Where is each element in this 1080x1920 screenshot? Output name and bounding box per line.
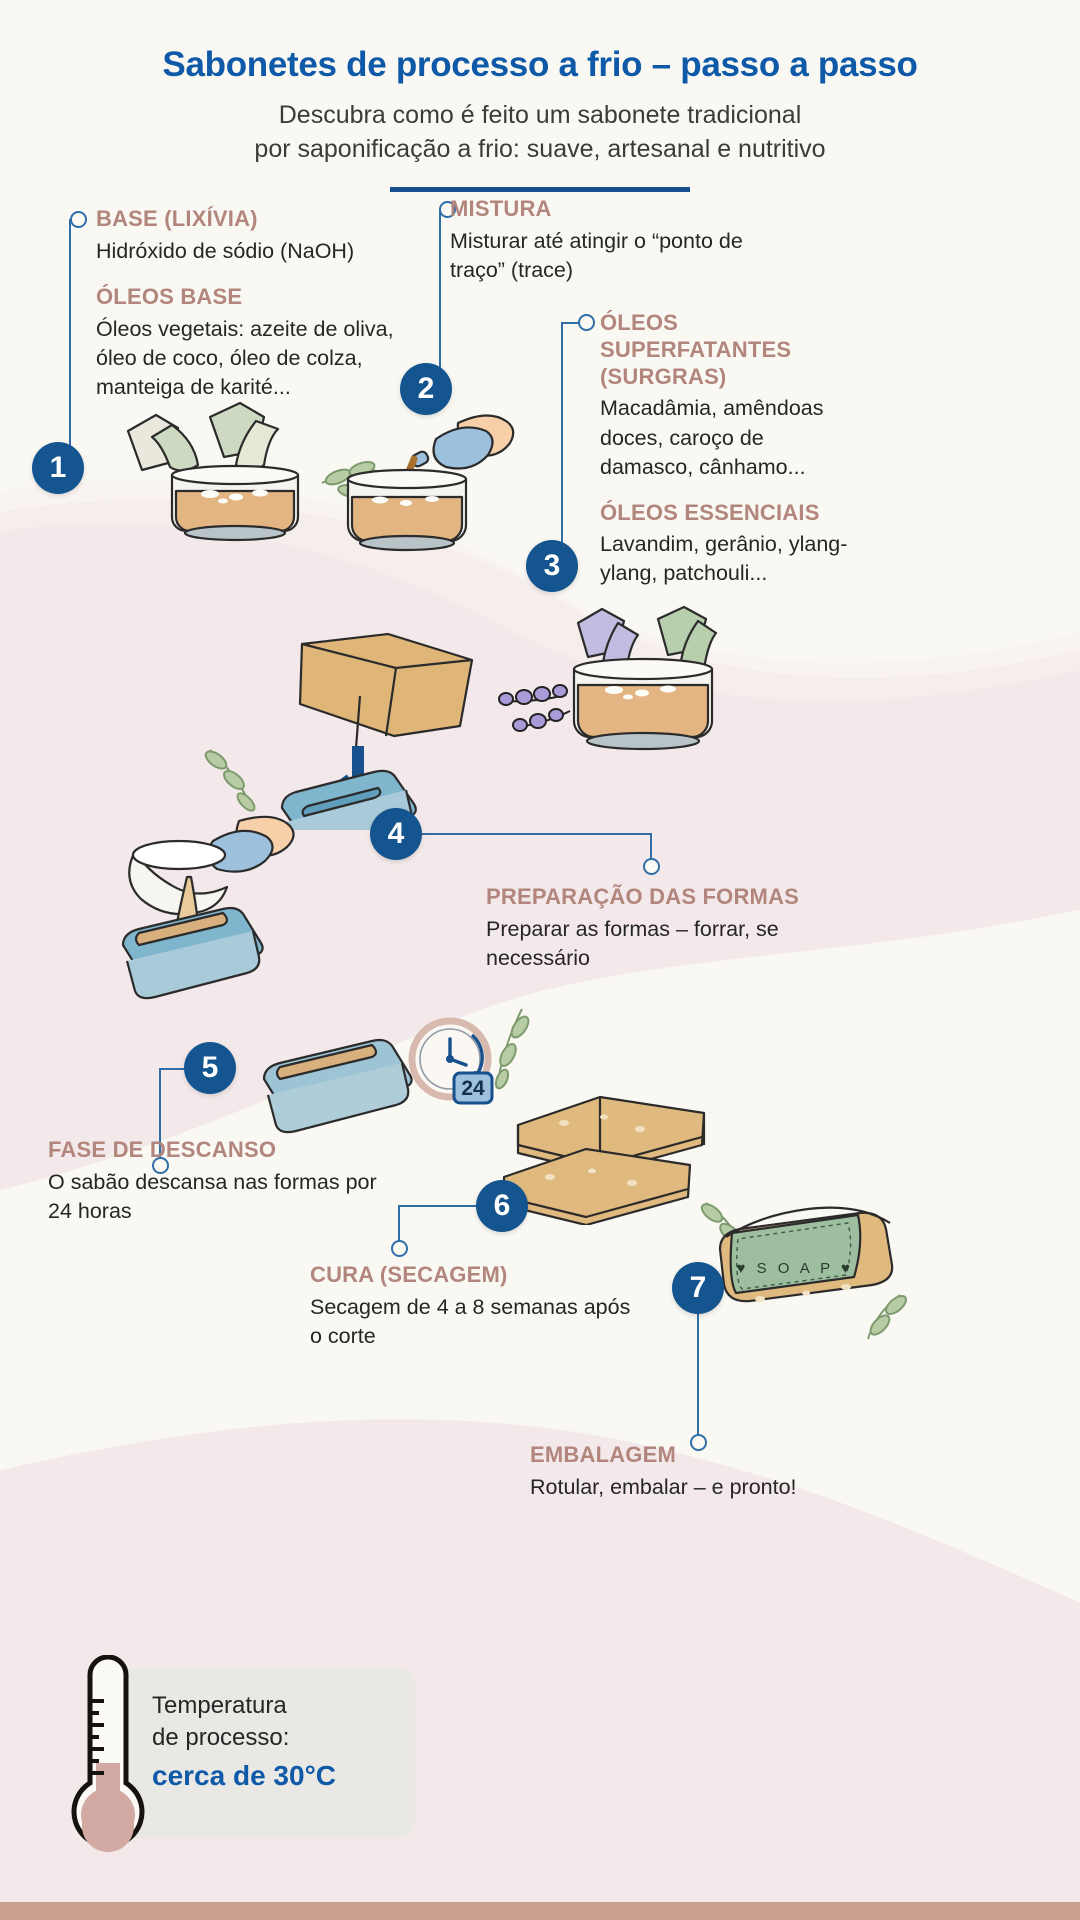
soap-label-text: ♥ S O A P ♥ — [737, 1260, 854, 1277]
connector-endpoint-5 — [152, 1157, 169, 1174]
page-title: Sabonetes de processo a frio – passo a p… — [162, 45, 918, 84]
step-badge-7[interactable]: 7 — [672, 1262, 724, 1314]
step-3-group-2-kicker: ÓLEOS ESSENCIAIS — [600, 499, 820, 525]
step-badge-3[interactable]: 3 — [526, 540, 578, 592]
step-1-text: BASE (LIXÍVIA) Hidróxido de sódio (NaOH)… — [96, 206, 426, 402]
step-1-group-2-body: Óleos vegetais: azeite de oliva, óleo de… — [96, 316, 394, 399]
clock-badge-24: 24 — [461, 1077, 485, 1100]
subtitle-line-2: por saponificação a frio: suave, artesan… — [254, 135, 826, 163]
step-4-kicker: PREPARAÇÃO DAS FORMAS — [486, 884, 800, 909]
illustration-step6-curing-bars — [502, 1095, 706, 1225]
step-4-body: Preparar as formas – forrar, se necessár… — [486, 916, 779, 970]
illustration-step2-stirring — [346, 414, 515, 552]
temperature-label-line-2: de processo: — [152, 1723, 290, 1751]
step-3-group-1-body: Macadâmia, amêndoas doces, caroço de dam… — [600, 396, 824, 479]
temperature-value: cerca de 30°C — [152, 1759, 336, 1791]
step-7-text: EMBALAGEM Rotular, embalar – e pronto! — [530, 1442, 860, 1502]
step-2-kicker: MISTURA — [450, 196, 552, 221]
step-3-group-1-kicker: ÓLEOS SUPERFATANTES (SURGRAS) — [600, 310, 792, 389]
step-6-text: CURA (SECAGEM) Secagem de 4 a 8 semanas … — [310, 1262, 640, 1351]
connector-endpoint-7 — [690, 1434, 707, 1451]
illustration-step4-mold — [204, 632, 474, 830]
step-1-group-1-body: Hidróxido de sódio (NaOH) — [96, 238, 355, 263]
step-1-group-1-kicker: BASE (LIXÍVIA) — [96, 206, 258, 231]
step-badge-1[interactable]: 1 — [32, 442, 84, 494]
step-badge-5[interactable]: 5 — [184, 1042, 236, 1094]
connector-endpoint-6 — [391, 1240, 408, 1257]
step-7-body: Rotular, embalar – e pronto! — [530, 1474, 797, 1499]
connector-endpoint-1 — [70, 211, 87, 228]
illustration-step3-essential-oils — [498, 605, 718, 751]
step-4-text: PREPARAÇÃO DAS FORMAS Preparar as formas… — [486, 884, 816, 973]
page-subtitle: Descubra como é feito um sabonete tradic… — [0, 99, 1080, 167]
illustration-step1-beaker — [126, 401, 379, 542]
header-divider — [390, 186, 690, 192]
illustration-step7-packaged-soap: ♥ S O A P ♥ — [700, 1202, 907, 1340]
header: Sabonetes de processo a frio – passo a p… — [0, 0, 1080, 192]
step-1-group-2-kicker: ÓLEOS BASE — [96, 283, 243, 309]
step-badge-6[interactable]: 6 — [476, 1180, 528, 1232]
footer-strip — [0, 1902, 1080, 1920]
step-2-body: Misturar até atingir o “ponto de traço” … — [450, 228, 743, 282]
step-6-body: Secagem de 4 a 8 semanas após o corte — [310, 1294, 631, 1348]
step-5-body: O sabão descansa nas formas por 24 horas — [48, 1169, 377, 1223]
step-3-text: ÓLEOS SUPERFATANTES (SURGRAS) Macadâmia,… — [600, 310, 850, 588]
step-badge-4[interactable]: 4 — [370, 808, 422, 860]
connector-endpoint-3 — [578, 314, 595, 331]
step-5-text: FASE DE DESCANSO O sabão descansa nas fo… — [48, 1137, 378, 1226]
connector-endpoint-4 — [643, 858, 660, 875]
connector-endpoint-2 — [439, 201, 456, 218]
illustration-step4b-pouring — [121, 815, 295, 1000]
step-5-kicker: FASE DE DESCANSO — [48, 1137, 277, 1162]
step-7-kicker: EMBALAGEM — [530, 1442, 677, 1467]
temperature-text: Temperatura de processo: cerca de 30°C — [152, 1690, 442, 1794]
temperature-card — [110, 1668, 415, 1838]
temperature-label-line-1: Temperatura — [152, 1692, 287, 1719]
step-2-text: MISTURA Misturar até atingir o “ponto de… — [450, 196, 750, 285]
subtitle-line-1: Descubra como é feito um sabonete tradic… — [278, 101, 802, 130]
illustration-step5-resting: 24 — [262, 1008, 530, 1134]
step-6-kicker: CURA (SECAGEM) — [310, 1262, 508, 1287]
step-badge-2[interactable]: 2 — [400, 363, 452, 415]
step-3-group-2-body: Lavandim, gerânio, ylang-ylang, patchoul… — [600, 532, 848, 586]
thermometer-icon — [71, 1655, 145, 1853]
